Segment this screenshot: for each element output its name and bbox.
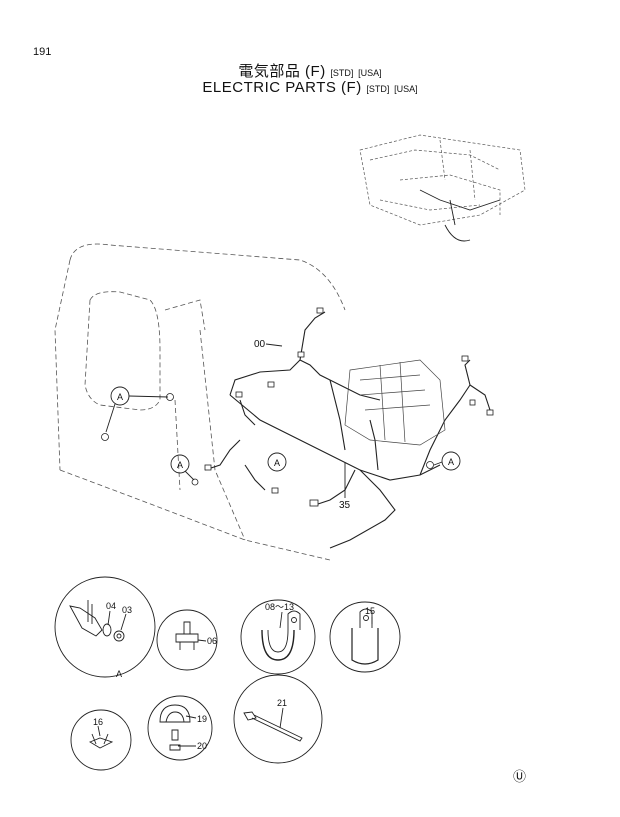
part-label-00: 00 — [254, 339, 266, 350]
part-label-21: 21 — [277, 698, 287, 708]
wiring-harness — [204, 311, 491, 549]
title-japanese: 電気部品 (F) [STD] [USA] — [0, 60, 620, 81]
detail-16-circle: 16 — [70, 709, 132, 771]
callout-a-cab: A — [105, 386, 169, 433]
callout-a-label-3: A — [448, 457, 454, 467]
detail-a-circle: 04 03 A — [54, 576, 156, 679]
overview-machine-sketch — [359, 134, 526, 226]
detail-08-13-circle: 08～13 — [240, 599, 316, 675]
part-label-04: 04 — [106, 601, 116, 611]
tag-usa-en: [USA] — [394, 84, 418, 94]
callout-a-left: A — [170, 454, 195, 481]
engine-block-sketch — [344, 359, 446, 446]
detail-15-circle: 15 — [329, 601, 401, 673]
title-en-text: ELECTRIC PARTS (F) — [202, 79, 362, 96]
grommets — [101, 393, 434, 486]
detail-06-circle: 06 — [156, 609, 218, 671]
tag-std: [STD] — [330, 68, 354, 78]
detail-19-20-circle: 19 20 — [147, 695, 213, 761]
overview-harness — [419, 189, 501, 242]
part-label-08-13: 08～13 — [265, 602, 294, 612]
title-jp-text: 電気部品 (F) — [238, 63, 326, 80]
callout-a-label-1: A — [117, 392, 123, 402]
part-label-35: 35 — [339, 500, 351, 511]
leader-00 — [265, 343, 283, 347]
callout-a-right: A — [433, 451, 461, 471]
callout-a-label-4: A — [274, 458, 280, 468]
tag-std-en: [STD] — [366, 84, 390, 94]
detail-21-circle: 21 — [233, 674, 323, 764]
tag-usa: [USA] — [358, 68, 382, 78]
part-label-20: 20 — [197, 741, 207, 751]
cab-outline — [54, 243, 346, 561]
detail-a-label: A — [116, 669, 122, 679]
title-english: ELECTRIC PARTS (F) [STD] [USA] — [0, 79, 620, 96]
callout-a-label-2: A — [177, 460, 183, 470]
callout-a-harness: A — [267, 452, 287, 472]
page-number: 191 — [33, 46, 52, 58]
part-label-19: 19 — [197, 714, 207, 724]
part-label-15: 15 — [365, 606, 375, 616]
part-label-06: 06 — [207, 636, 217, 646]
part-label-03: 03 — [122, 605, 132, 615]
connectors — [204, 307, 494, 507]
region-mark: Ⓤ — [513, 770, 527, 785]
part-label-16: 16 — [93, 717, 103, 727]
